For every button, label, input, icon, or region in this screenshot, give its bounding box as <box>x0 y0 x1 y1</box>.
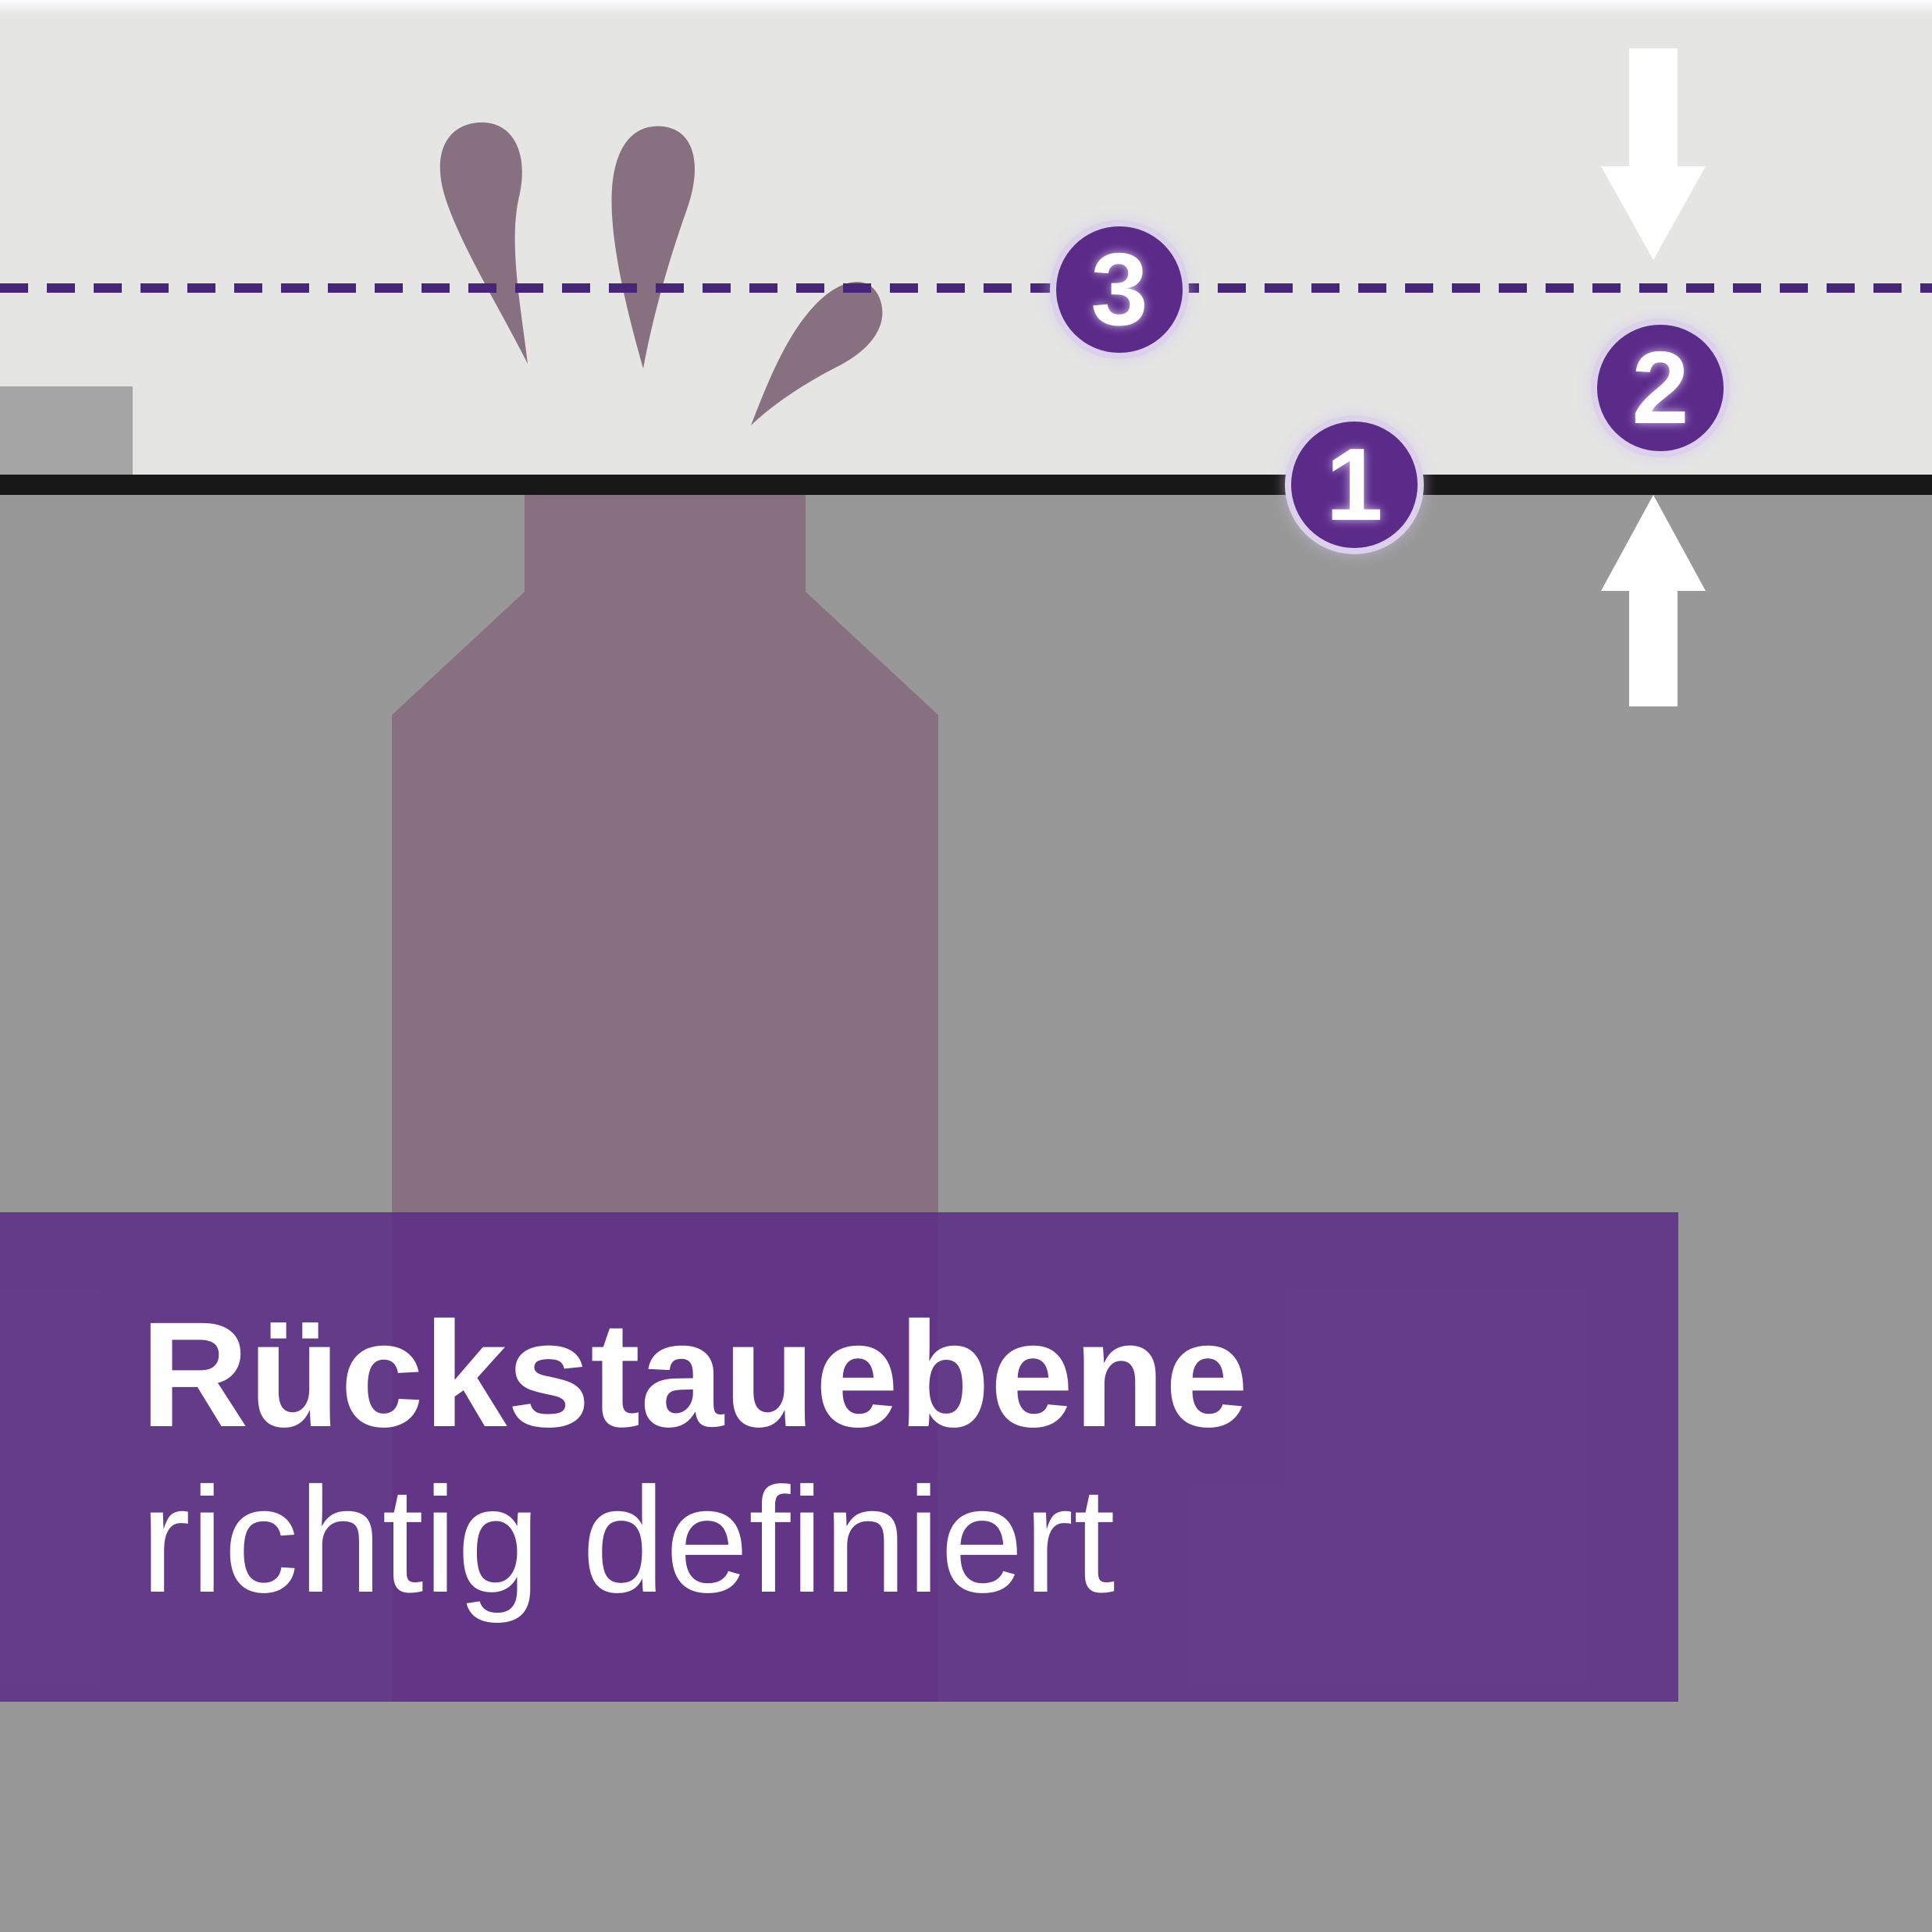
water-splash-icon <box>439 122 883 425</box>
backflow-level-dashed-line <box>0 283 1932 293</box>
marker-badge-1: 1 <box>1291 422 1418 548</box>
marker-badge-3: 3 <box>1056 226 1183 353</box>
marker-label: 2 <box>1631 330 1689 445</box>
caption-subtitle: richtig definiert <box>141 1456 1115 1624</box>
sky-highlight-strip <box>0 0 1932 16</box>
ground-surface-line <box>0 475 1932 495</box>
caption-title: Rückstauebene <box>141 1290 1249 1458</box>
marker-label: 1 <box>1325 427 1383 542</box>
caption-banner <box>0 1212 1678 1702</box>
arrow-up-icon <box>1601 495 1706 706</box>
marker-label: 3 <box>1091 232 1148 347</box>
marker-badge-2: 2 <box>1597 325 1724 451</box>
left-curb-block <box>0 386 133 475</box>
arrow-down-icon <box>1601 48 1706 260</box>
